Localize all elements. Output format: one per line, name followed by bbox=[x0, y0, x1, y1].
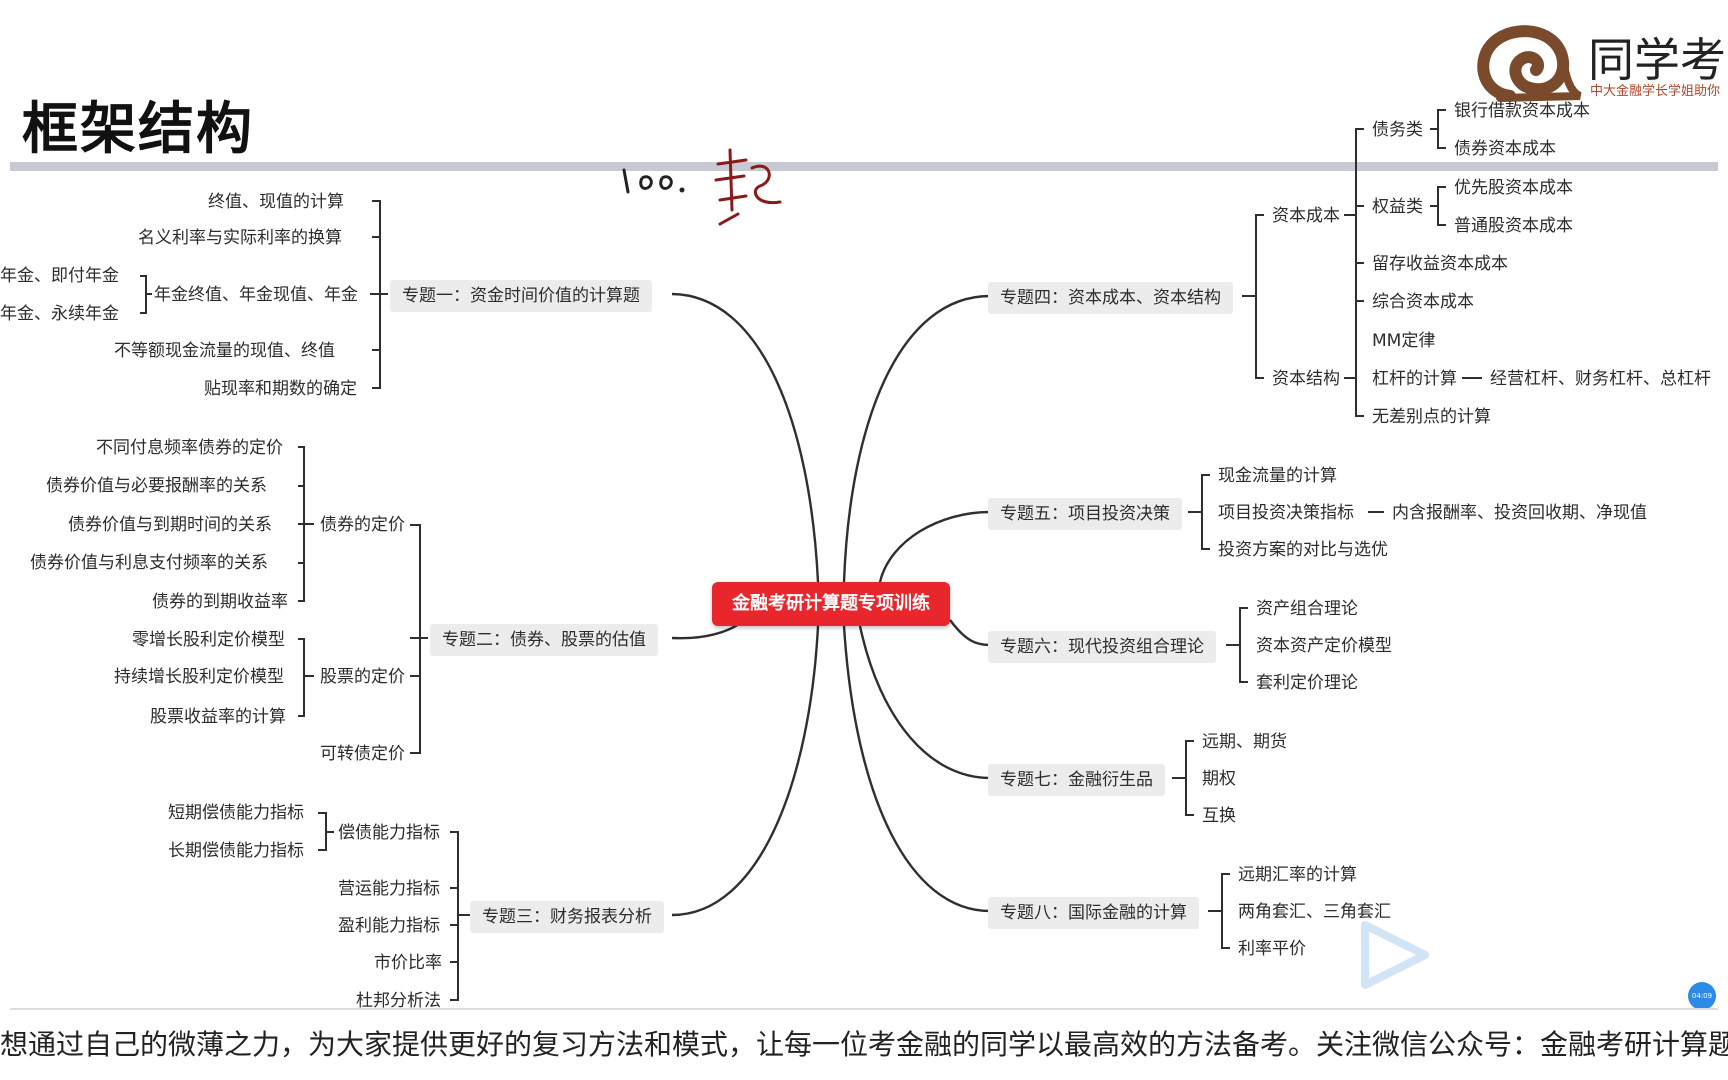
t6-capm[interactable]: 资本资产定价模型 bbox=[1256, 636, 1392, 656]
t2-bond-4[interactable]: 债券价值与利息支付频率的关系 bbox=[30, 553, 268, 573]
topic-7[interactable]: 专题七：金融衍生品 bbox=[988, 764, 1165, 796]
bottom-divider bbox=[10, 1008, 1718, 1010]
t1-leaf-b[interactable]: 名义利率与实际利率的换算 bbox=[138, 228, 342, 248]
t4-structure[interactable]: 资本结构 bbox=[1272, 369, 1340, 389]
logo-name: 同学考 bbox=[1588, 33, 1726, 87]
t1-leaf-c2[interactable]: 年金、永续年金 bbox=[0, 304, 119, 324]
topic-6[interactable]: 专题六：现代投资组合理论 bbox=[988, 631, 1216, 663]
handwritten-annotation bbox=[622, 148, 782, 226]
topic-3[interactable]: 专题三：财务报表分析 bbox=[470, 901, 664, 933]
topic-8[interactable]: 专题八：国际金融的计算 bbox=[988, 897, 1199, 929]
topic-1[interactable]: 专题一：资金时间价值的计算题 bbox=[390, 280, 652, 312]
t7-options[interactable]: 期权 bbox=[1202, 769, 1236, 789]
t3-operating[interactable]: 营运能力指标 bbox=[338, 879, 440, 899]
t2-stock[interactable]: 股票的定价 bbox=[320, 667, 405, 687]
snail-logo-icon bbox=[1477, 25, 1582, 102]
t2-stock-3[interactable]: 股票收益率的计算 bbox=[150, 707, 286, 727]
t5-compare[interactable]: 投资方案的对比与选优 bbox=[1218, 540, 1388, 560]
t4-leverage[interactable]: 杠杆的计算 bbox=[1372, 369, 1457, 389]
t6-portfolio[interactable]: 资产组合理论 bbox=[1256, 599, 1358, 619]
t1-leaf-c[interactable]: 年金终值、年金现值、年金 bbox=[154, 285, 358, 305]
video-timer-badge[interactable]: 04:09 bbox=[1688, 982, 1716, 1010]
logo-tagline: 中大金融学长学姐助你 bbox=[1590, 84, 1721, 99]
t4-mm[interactable]: MM定律 bbox=[1372, 331, 1436, 351]
t5-indicators-detail[interactable]: 内含报酬率、投资回收期、净现值 bbox=[1392, 503, 1647, 523]
center-node[interactable]: 金融考研计算题专项训练 bbox=[712, 582, 950, 626]
t2-bond-2[interactable]: 债券价值与必要报酬率的关系 bbox=[46, 476, 267, 496]
t3-solvency-long[interactable]: 长期偿债能力指标 bbox=[168, 841, 304, 861]
t2-conv[interactable]: 可转债定价 bbox=[320, 744, 405, 764]
page-title: 框架结构 bbox=[22, 97, 254, 162]
t3-profitability[interactable]: 盈利能力指标 bbox=[338, 916, 440, 936]
t3-dupont[interactable]: 杜邦分析法 bbox=[356, 991, 441, 1011]
player-watermark-icon bbox=[1361, 921, 1429, 989]
t4-equity[interactable]: 权益类 bbox=[1372, 197, 1423, 217]
t4-debt-1[interactable]: 银行借款资本成本 bbox=[1454, 101, 1590, 121]
t4-equity-2[interactable]: 普通股资本成本 bbox=[1454, 216, 1573, 236]
t2-bond[interactable]: 债券的定价 bbox=[320, 515, 405, 535]
t3-market-ratio[interactable]: 市价比率 bbox=[374, 953, 442, 973]
t7-swaps[interactable]: 互换 bbox=[1202, 806, 1236, 826]
t5-indicators[interactable]: 项目投资决策指标 bbox=[1218, 503, 1354, 523]
t2-stock-1[interactable]: 零增长股利定价模型 bbox=[132, 630, 285, 650]
t3-solvency-short[interactable]: 短期偿债能力指标 bbox=[168, 803, 304, 823]
title-divider bbox=[10, 162, 1718, 171]
t1-leaf-c1[interactable]: 年金、即付年金 bbox=[0, 266, 119, 286]
t2-stock-2[interactable]: 持续增长股利定价模型 bbox=[114, 667, 284, 687]
t1-leaf-d[interactable]: 不等额现金流量的现值、终值 bbox=[114, 341, 335, 361]
t2-bond-5[interactable]: 债券的到期收益率 bbox=[152, 592, 288, 612]
t4-ebit-ebit[interactable]: 无差别点的计算 bbox=[1372, 407, 1491, 427]
t6-apt[interactable]: 套利定价理论 bbox=[1256, 673, 1358, 693]
t8-forward-rate[interactable]: 远期汇率的计算 bbox=[1238, 865, 1357, 885]
t4-wacc[interactable]: 综合资本成本 bbox=[1372, 292, 1474, 312]
t8-irp[interactable]: 利率平价 bbox=[1238, 939, 1306, 959]
video-subtitle: 想通过自己的微薄之力，为大家提供更好的复习方法和模式，让每一位考金融的同学以最高… bbox=[0, 1028, 1728, 1061]
t4-debt[interactable]: 债务类 bbox=[1372, 120, 1423, 140]
topic-2[interactable]: 专题二：债券、股票的估值 bbox=[430, 624, 658, 656]
topic-5[interactable]: 专题五：项目投资决策 bbox=[988, 498, 1182, 530]
t8-arbitrage[interactable]: 两角套汇、三角套汇 bbox=[1238, 902, 1391, 922]
t4-equity-1[interactable]: 优先股资本成本 bbox=[1454, 178, 1573, 198]
t2-bond-1[interactable]: 不同付息频率债券的定价 bbox=[96, 438, 283, 458]
t5-cashflow[interactable]: 现金流量的计算 bbox=[1218, 466, 1337, 486]
t4-retained[interactable]: 留存收益资本成本 bbox=[1372, 254, 1508, 274]
t1-leaf-e[interactable]: 贴现率和期数的确定 bbox=[204, 379, 357, 399]
t2-bond-3[interactable]: 债券价值与到期时间的关系 bbox=[68, 515, 272, 535]
t1-leaf-a[interactable]: 终值、现值的计算 bbox=[208, 192, 344, 212]
topic-4[interactable]: 专题四：资本成本、资本结构 bbox=[988, 282, 1233, 314]
t4-cost[interactable]: 资本成本 bbox=[1272, 206, 1340, 226]
t4-leverage-detail[interactable]: 经营杠杆、财务杠杆、总杠杆 bbox=[1490, 369, 1711, 389]
t4-debt-2[interactable]: 债券资本成本 bbox=[1454, 139, 1556, 159]
t3-solvency[interactable]: 偿债能力指标 bbox=[338, 823, 440, 843]
t7-forwards[interactable]: 远期、期货 bbox=[1202, 732, 1287, 752]
